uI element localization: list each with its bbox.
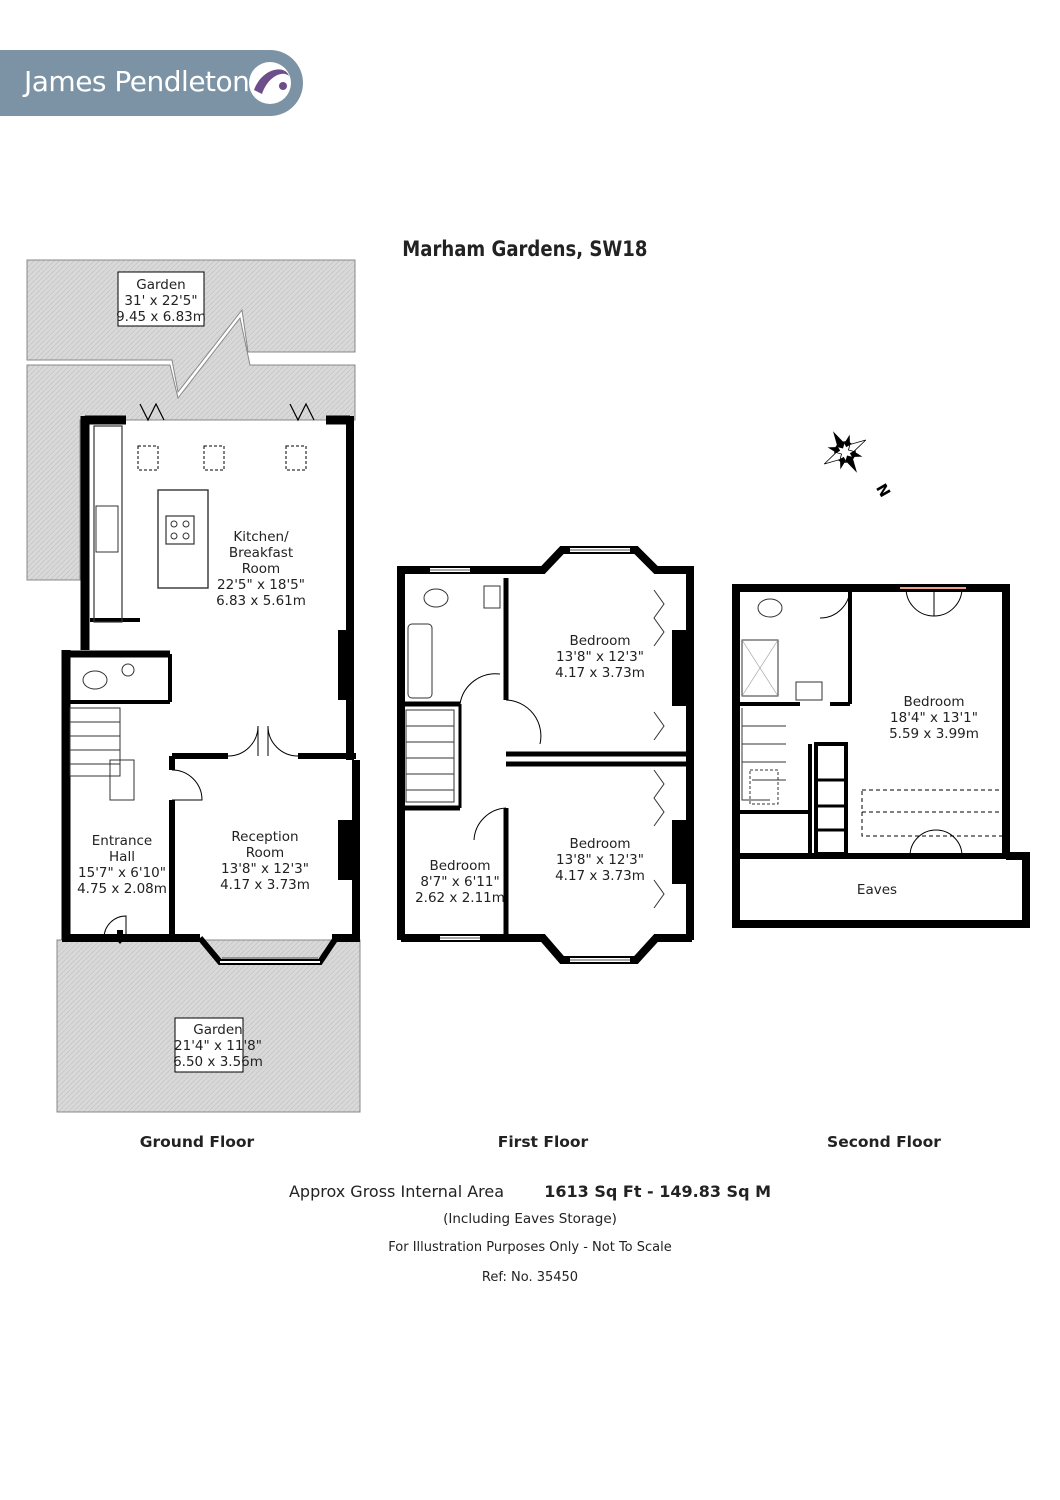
rear-garden-metric: 9.45 x 6.83m	[116, 309, 206, 325]
brand-name[interactable]: James Pendleton	[24, 65, 250, 98]
entrance-imperial: 15'7" x 6'10"	[78, 865, 166, 881]
reception-metric: 4.17 x 3.73m	[220, 877, 310, 893]
reference-number: Ref: No. 35450	[481, 1270, 579, 1285]
front-garden-metric: 6.50 x 3.56m	[173, 1054, 263, 1070]
brand-banner	[0, 50, 303, 116]
ff-bedroom-small-name: Bedroom	[429, 858, 490, 874]
rear-garden-imperial: 31' x 22'5"	[124, 293, 197, 309]
front-garden-name: Garden	[193, 1022, 242, 1038]
ff-bedroom-rear-name: Bedroom	[569, 633, 630, 649]
sf-bedroom-metric: 5.59 x 3.99m	[889, 726, 979, 742]
entrance-name-line1: Entrance	[92, 833, 153, 849]
eaves-label: Eaves	[857, 882, 897, 898]
ff-bedroom-front-name: Bedroom	[569, 836, 630, 852]
eaves-note: (Including Eaves Storage)	[443, 1211, 617, 1227]
kitchen-name-line3: Room	[242, 561, 280, 577]
kitchen-metric: 6.83 x 5.61m	[216, 593, 306, 609]
side-return-area	[26, 316, 356, 581]
illustration-note: For Illustration Purposes Only - Not To …	[388, 1240, 672, 1255]
area-label: Approx Gross Internal Area	[288, 1182, 505, 1201]
kitchen-name-line2: Breakfast	[229, 545, 293, 561]
kitchen-name-line1: Kitchen/	[233, 529, 289, 545]
reception-name-line1: Reception	[231, 829, 298, 845]
front-garden-label-box	[174, 1017, 244, 1073]
ff-bedroom-front-imperial: 13'8" x 12'3"	[556, 852, 644, 868]
entrance-name-line2: Hall	[109, 849, 135, 865]
entrance-metric: 4.75 x 2.08m	[77, 881, 167, 897]
sf-bedroom-name: Bedroom	[903, 694, 964, 710]
ff-bedroom-rear-imperial: 13'8" x 12'3"	[556, 649, 644, 665]
area-line: Approx Gross Internal Area 1613 Sq Ft - …	[0, 1182, 1060, 1201]
rear-garden-name: Garden	[136, 277, 185, 293]
first-floor-label: First Floor	[497, 1133, 589, 1151]
front-garden-imperial: 21'4" x 11'8"	[174, 1038, 262, 1054]
kitchen-imperial: 22'5" x 18'5"	[217, 577, 305, 593]
reception-imperial: 13'8" x 12'3"	[221, 861, 309, 877]
reception-name-line2: Room	[246, 845, 284, 861]
ff-bedroom-small-imperial: 8'7" x 6'11"	[420, 874, 499, 890]
ff-bedroom-small-metric: 2.62 x 2.11m	[415, 890, 505, 906]
ff-bedroom-rear-metric: 4.17 x 3.73m	[555, 665, 645, 681]
second-floor-label: Second Floor	[827, 1133, 941, 1151]
sf-bedroom-imperial: 18'4" x 13'1"	[890, 710, 978, 726]
property-title: Marham Gardens, SW18	[402, 237, 648, 261]
ff-bedroom-front-metric: 4.17 x 3.73m	[555, 868, 645, 884]
compass-north-label: N	[872, 481, 894, 501]
ground-floor-label: Ground Floor	[139, 1133, 255, 1151]
compass-rose	[823, 431, 867, 473]
area-value: 1613 Sq Ft - 149.83 Sq M	[544, 1182, 772, 1201]
rear-garden-label-box	[117, 271, 205, 327]
